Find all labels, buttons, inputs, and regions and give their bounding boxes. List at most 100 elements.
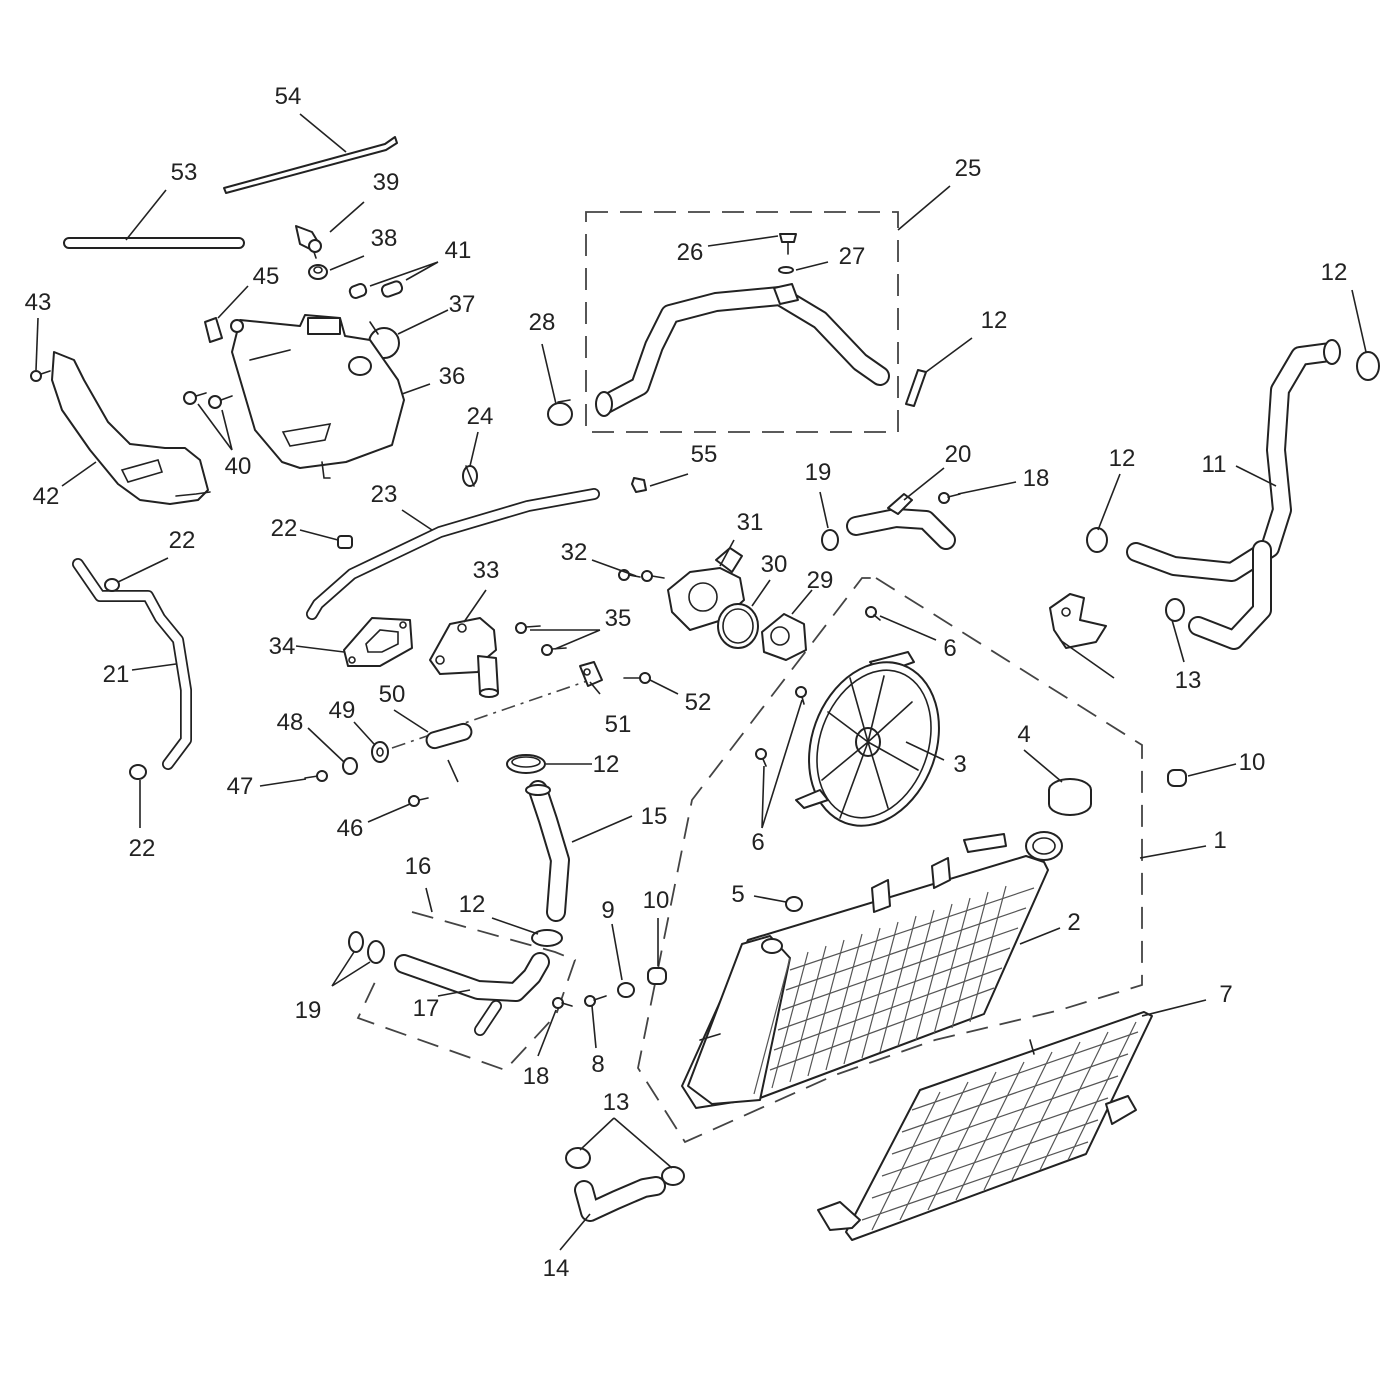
callout-14: 14 <box>543 1255 570 1282</box>
part-53-strip[interactable] <box>63 237 245 249</box>
part-55-fastener[interactable] <box>631 477 647 493</box>
callout-5: 5 <box>731 881 744 908</box>
callout-3: 3 <box>953 751 966 778</box>
callout-29: 29 <box>807 567 834 594</box>
part-6-bolt-mid[interactable] <box>795 686 807 705</box>
part-32-bolts[interactable] <box>618 569 665 582</box>
part-15-hose[interactable] <box>525 780 570 922</box>
part-48-washer[interactable] <box>342 757 358 775</box>
callout-23: 23 <box>371 481 398 508</box>
part-22-clamp-middle[interactable] <box>337 535 353 549</box>
part-7-radiator-guard[interactable] <box>817 1011 1153 1241</box>
part-6-bolt-upper[interactable] <box>865 606 881 621</box>
part-6-bolt-lower[interactable] <box>755 748 767 767</box>
callout-12-pipe25: 12 <box>981 307 1008 334</box>
part-5-fastener[interactable] <box>785 896 803 912</box>
part-43-bolt[interactable] <box>30 370 51 382</box>
hose-bracket[interactable] <box>1049 593 1107 649</box>
part-11-y-hose[interactable] <box>1126 339 1341 650</box>
callout-11: 11 <box>1202 451 1227 478</box>
part-19-o-ring-upper[interactable] <box>821 529 839 551</box>
part-28-clamp[interactable] <box>547 399 573 426</box>
part-24-clip[interactable] <box>462 465 478 487</box>
part-13-clamp-hose11[interactable] <box>1165 598 1185 622</box>
part-39-valve[interactable] <box>295 225 322 259</box>
callout-25: 25 <box>955 155 982 182</box>
callout-45: 45 <box>253 263 280 290</box>
part-41-spacers[interactable] <box>348 280 404 299</box>
callout-24: 24 <box>467 403 494 430</box>
callout-53: 53 <box>171 159 198 186</box>
part-13-clamp-lower-left[interactable] <box>565 1147 591 1169</box>
part-20-outlet[interactable] <box>846 493 956 550</box>
callout-42: 42 <box>33 483 60 510</box>
part-33-water-pump-housing[interactable] <box>429 617 499 698</box>
part-45-clip[interactable] <box>204 317 223 343</box>
part-14-hose[interactable] <box>574 1176 666 1222</box>
part-12-clamp-hose17[interactable] <box>531 929 563 947</box>
part-19-o-rings[interactable] <box>348 931 385 964</box>
part-22-clamp-lower[interactable] <box>129 764 147 780</box>
part-50-sleeve[interactable] <box>425 722 474 750</box>
part-40-bolts[interactable] <box>183 391 233 409</box>
part-12-clamp-hose11-left[interactable] <box>1086 527 1108 553</box>
callout-10-right: 10 <box>1239 749 1266 776</box>
part-9-washer[interactable] <box>617 982 635 998</box>
part-18-bolt-lower[interactable] <box>552 997 573 1009</box>
part-18-bolt-upper[interactable] <box>938 492 961 504</box>
part-13-clamp-lower-right[interactable] <box>661 1166 685 1186</box>
callout-36: 36 <box>439 363 466 390</box>
callout-30: 30 <box>761 551 788 578</box>
callout-22-upper: 22 <box>169 527 196 554</box>
part-17-pipe[interactable] <box>394 952 550 1036</box>
part-35-bolts[interactable] <box>515 622 567 656</box>
callout-28: 28 <box>529 309 556 336</box>
part-51-bracket[interactable] <box>579 661 603 687</box>
part-22-clamp-upper[interactable] <box>104 578 120 592</box>
callout-12-hose15: 12 <box>593 751 620 778</box>
callout-46: 46 <box>337 815 364 842</box>
part-26-bleed-screw[interactable] <box>779 233 797 255</box>
part-2-radiator[interactable] <box>681 831 1063 1109</box>
part-34-gasket[interactable] <box>343 617 413 667</box>
part-42-cover[interactable] <box>51 351 211 505</box>
part-21-bypass-pipe[interactable] <box>72 558 192 770</box>
callout-48: 48 <box>277 709 304 736</box>
part-47-bolt[interactable] <box>304 770 328 782</box>
part-36-reservoir-tank[interactable] <box>230 314 405 479</box>
part-12-clamp-hose11-top[interactable] <box>1356 351 1380 381</box>
centerline-50-51 <box>391 679 591 749</box>
part-10-grommet-lower[interactable] <box>647 967 667 985</box>
callout-16: 16 <box>405 853 432 880</box>
part-49-grommet[interactable] <box>371 741 389 763</box>
callout-18-upper: 18 <box>1023 465 1050 492</box>
part-10-grommet-right[interactable] <box>1167 769 1187 787</box>
callout-10-lower: 10 <box>643 887 670 914</box>
part-38-grommet[interactable] <box>308 264 328 280</box>
part-52-bolt[interactable] <box>623 672 651 684</box>
part-12-clamp-pipe25[interactable] <box>905 369 927 407</box>
part-30-o-ring[interactable] <box>717 603 759 649</box>
callout-19-upper: 19 <box>805 459 832 486</box>
part-25-pipe[interactable] <box>595 283 890 417</box>
part-8-bolt[interactable] <box>584 995 607 1007</box>
callout-12-hose11-left: 12 <box>1109 445 1136 472</box>
part-23-hose[interactable] <box>306 488 600 620</box>
callout-9: 9 <box>601 897 614 924</box>
part-54-rod[interactable] <box>223 136 398 194</box>
callout-39: 39 <box>373 169 400 196</box>
callout-22-middle: 22 <box>271 515 298 542</box>
part-4-radiator-cap[interactable] <box>1048 778 1092 816</box>
part-29-thermostat[interactable] <box>761 613 807 661</box>
callout-35: 35 <box>605 605 632 632</box>
part-12-clamp-hose15[interactable] <box>506 754 546 774</box>
callout-22-lower: 22 <box>129 835 156 862</box>
callout-34: 34 <box>269 633 296 660</box>
part-46-bolt[interactable] <box>408 795 429 807</box>
assembly-16-boundary <box>356 911 577 1072</box>
callout-31: 31 <box>737 509 764 536</box>
callout-37: 37 <box>449 291 476 318</box>
part-27-seal[interactable] <box>778 266 794 274</box>
part-3-cooling-fan[interactable] <box>787 644 961 844</box>
